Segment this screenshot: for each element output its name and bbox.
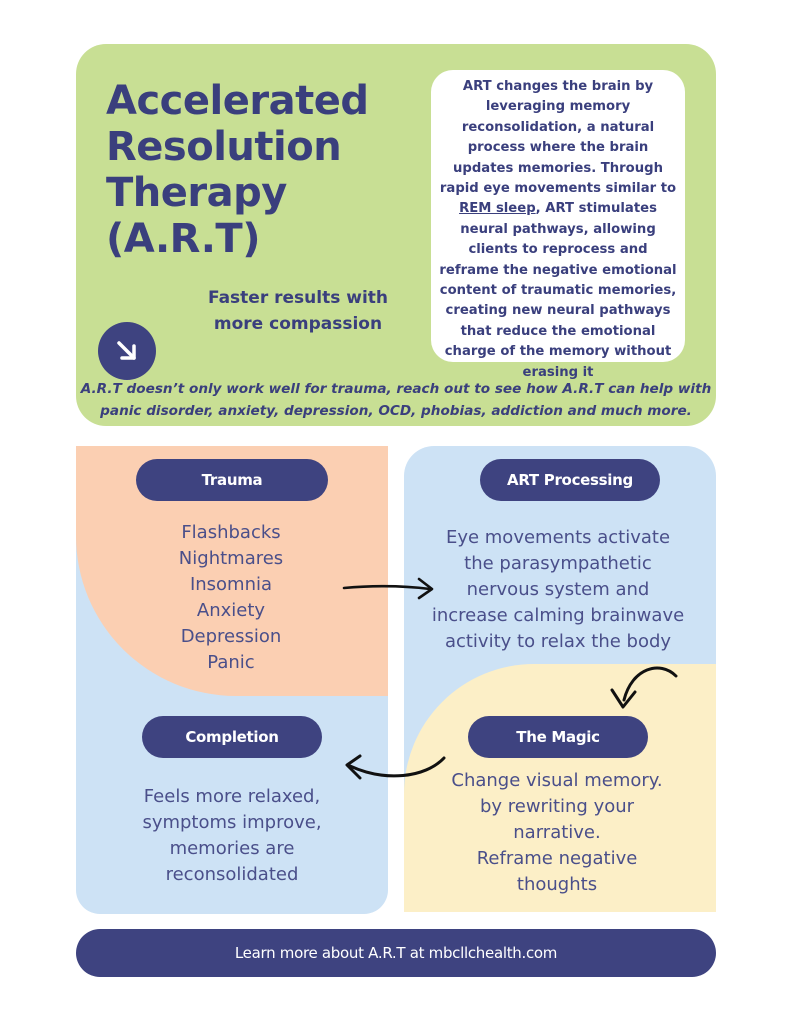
magic-text-line: thoughts — [516, 874, 598, 895]
symptom-item: Anxiety — [196, 600, 266, 621]
tagline: Faster results with more compassion — [168, 285, 428, 337]
title-line-4: (A.R.T) — [106, 216, 260, 262]
info-text-part-1: ART changes the brain by leveraging memo… — [439, 79, 677, 197]
header-note: A.R.T doesn’t only work well for trauma,… — [80, 381, 712, 419]
tagline-line-1: Faster results with — [207, 288, 389, 308]
symptom-item: Nightmares — [178, 548, 284, 569]
magic-text-line: Change visual memory. — [451, 770, 663, 791]
title-line-2: Resolution — [106, 124, 342, 170]
info-text: ART changes the brain by leveraging memo… — [438, 77, 678, 383]
completion-label: Completion — [142, 716, 322, 758]
info-text-part-2: , ART stimulates neural pathways, allowi… — [439, 201, 677, 380]
magic-text-line: by rewriting your — [479, 796, 635, 817]
symptom-item: Insomnia — [189, 574, 273, 595]
magic-text-line: Reframe negative — [476, 848, 638, 869]
footer-banner[interactable]: Learn more about A.R.T at mbcllchealth.c… — [76, 929, 716, 977]
arrow-button[interactable] — [98, 322, 156, 380]
tagline-line-2: more compassion — [213, 314, 383, 334]
arrow-down-right-icon — [117, 341, 136, 360]
title-line-1: Accelerated — [106, 78, 369, 124]
magic-text-line: narrative. — [513, 822, 601, 843]
rem-sleep-link[interactable]: REM sleep — [459, 201, 536, 217]
trauma-label: Trauma — [136, 459, 328, 501]
arrow-curve-down-icon — [610, 666, 678, 709]
page-title: Accelerated Resolution Therapy (A.R.T) — [106, 78, 406, 262]
symptom-item: Panic — [207, 652, 255, 673]
magic-panel — [404, 664, 716, 912]
symptom-item: Depression — [180, 626, 282, 647]
info-box — [431, 70, 685, 362]
art-processing-text: Eye movements activate the parasympathet… — [431, 527, 685, 652]
magic-text: Change visual memory. by rewriting your … — [432, 768, 682, 898]
art-processing-label: ART Processing — [480, 459, 660, 501]
arrow-curve-left-icon — [345, 754, 446, 780]
trauma-symptom-list: Flashbacks Nightmares Insomnia Anxiety D… — [156, 520, 306, 676]
completion-text: Feels more relaxed, symptoms improve, me… — [142, 786, 322, 885]
symptom-item: Flashbacks — [181, 522, 281, 543]
title-line-3: Therapy — [106, 170, 287, 216]
magic-label: The Magic — [468, 716, 648, 758]
arrow-right-icon — [342, 577, 434, 600]
